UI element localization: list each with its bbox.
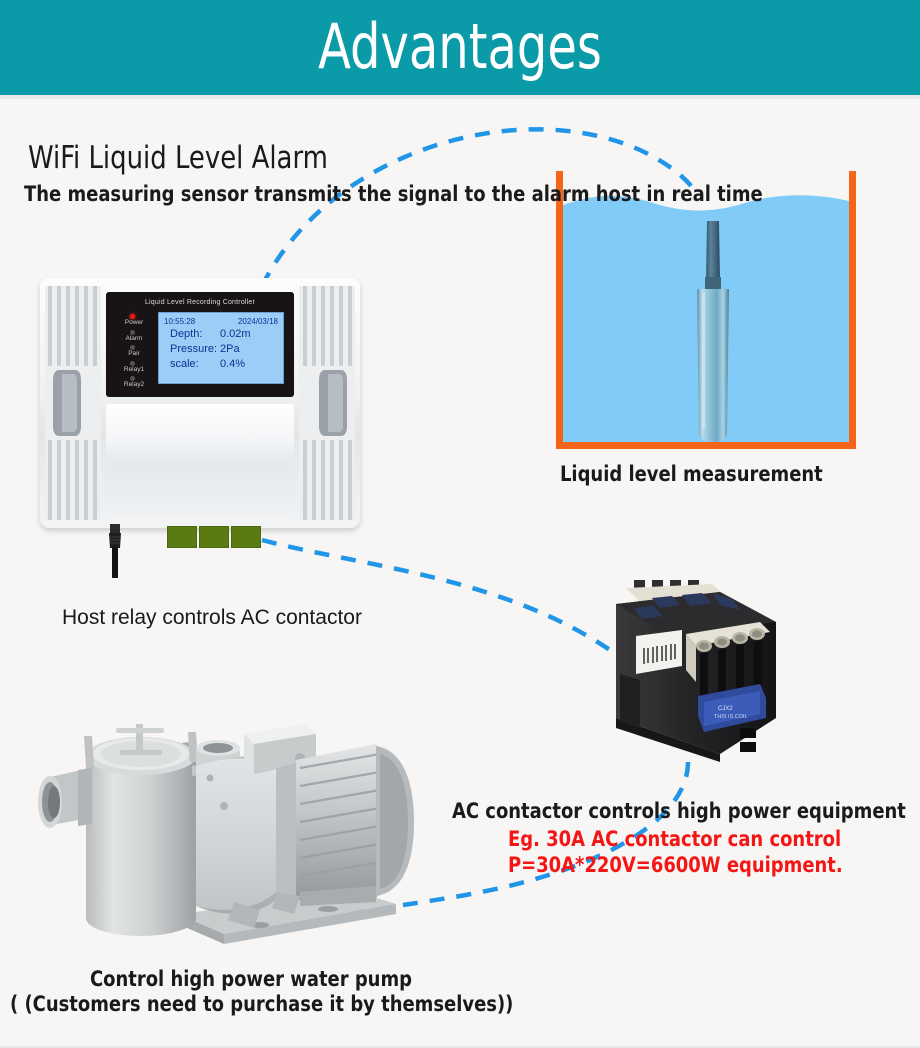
led-power: Power xyxy=(114,314,154,330)
lcd-date: 2024/03/18 xyxy=(237,317,278,326)
svg-text:CJX2: CJX2 xyxy=(718,706,733,712)
caption-pump-line-2: ( (Customers need to purchase it by them… xyxy=(10,992,514,1016)
tank-wall-right xyxy=(849,171,856,449)
lcd-value-depth: 0.02m xyxy=(220,328,251,340)
led-alarm: Alarm xyxy=(114,329,154,346)
led-label-pair: Pair xyxy=(128,350,140,357)
header-divider xyxy=(0,95,920,99)
lcd-screen: 10:55:28 2024/03/18 Depth: 0.02m Pressur… xyxy=(158,312,284,384)
led-label-relay2: Relay2 xyxy=(123,381,145,388)
lcd-row-pressure: Pressure: 2Pa xyxy=(164,342,278,357)
led-indicator-column: Power Alarm Pair Relay1 xyxy=(114,314,154,392)
connector-controller-to-contactor xyxy=(261,537,612,652)
controller-housing: Liquid Level Recording Controller Power … xyxy=(40,278,360,528)
controller-brand-label: Liquid Level Recording Controller xyxy=(144,299,256,306)
lcd-value-scale: 0.4% xyxy=(220,358,246,370)
relay1-led-icon xyxy=(130,360,135,366)
tank-water-fill xyxy=(563,191,849,443)
terminal-block-2 xyxy=(199,526,229,548)
heatsink-fins-right xyxy=(299,286,355,520)
led-label-power: Power xyxy=(124,319,144,326)
contactor-note-line-2: P=30A*220V=6600W equipment. xyxy=(508,853,843,877)
caption-pump-line-1: Control high power water pump xyxy=(90,967,413,991)
level-sensor-probe xyxy=(697,221,729,442)
lcd-label-pressure: Pressure: xyxy=(170,343,218,355)
header-banner xyxy=(0,0,920,95)
lcd-header-row: 10:55:28 2024/03/18 xyxy=(164,316,278,327)
led-pair: Pair xyxy=(114,345,154,361)
controller-faceplate: Liquid Level Recording Controller Power … xyxy=(106,292,294,397)
led-relay2: Relay2 xyxy=(114,376,154,392)
led-label-alarm: Alarm xyxy=(125,334,143,342)
caption-ac-contactor: AC contactor controls high power equipme… xyxy=(452,799,906,823)
page-title: Advantages xyxy=(318,10,602,83)
terminal-block-1 xyxy=(167,526,197,548)
tank-floor xyxy=(556,442,856,449)
lcd-row-depth: Depth: 0.02m xyxy=(164,327,278,342)
lcd-label-scale: scale: xyxy=(170,358,199,370)
alarm-led-icon xyxy=(130,329,135,335)
terminal-block-3 xyxy=(231,526,261,548)
lcd-time: 10:55:28 xyxy=(164,317,196,326)
liquid-level-controller-device: Liquid Level Recording Controller Power … xyxy=(40,278,360,578)
water-pump-device xyxy=(38,724,414,944)
ac-contactor-device: CJX2 THIS IS COIL xyxy=(616,580,776,762)
svg-text:THIS IS COIL: THIS IS COIL xyxy=(714,714,748,720)
pair-led-icon xyxy=(130,345,135,350)
led-label-relay1: Relay1 xyxy=(123,365,145,373)
lcd-value-pressure: 2Pa xyxy=(220,343,240,355)
controller-front-panel xyxy=(106,404,294,514)
contactor-note-line-1: Eg. 30A AC contactor can control xyxy=(508,827,842,851)
heatsink-fins-left xyxy=(45,286,101,520)
lcd-label-depth: Depth: xyxy=(170,328,203,340)
led-relay1: Relay1 xyxy=(114,360,154,377)
caption-host-relay: Host relay controls AC contactor xyxy=(62,606,362,629)
section-subtitle: The measuring sensor transmits the signa… xyxy=(24,182,763,206)
liquid-tank xyxy=(556,171,856,449)
section-title: WiFi Liquid Level Alarm xyxy=(28,140,328,176)
relay2-led-icon xyxy=(130,376,135,381)
lcd-row-scale: scale: 0.4% xyxy=(164,357,278,372)
sensor-cable xyxy=(109,524,121,578)
tank-wall-left xyxy=(556,171,563,449)
caption-liquid-level-measurement: Liquid level measurement xyxy=(560,462,823,486)
power-led-icon xyxy=(130,314,135,319)
